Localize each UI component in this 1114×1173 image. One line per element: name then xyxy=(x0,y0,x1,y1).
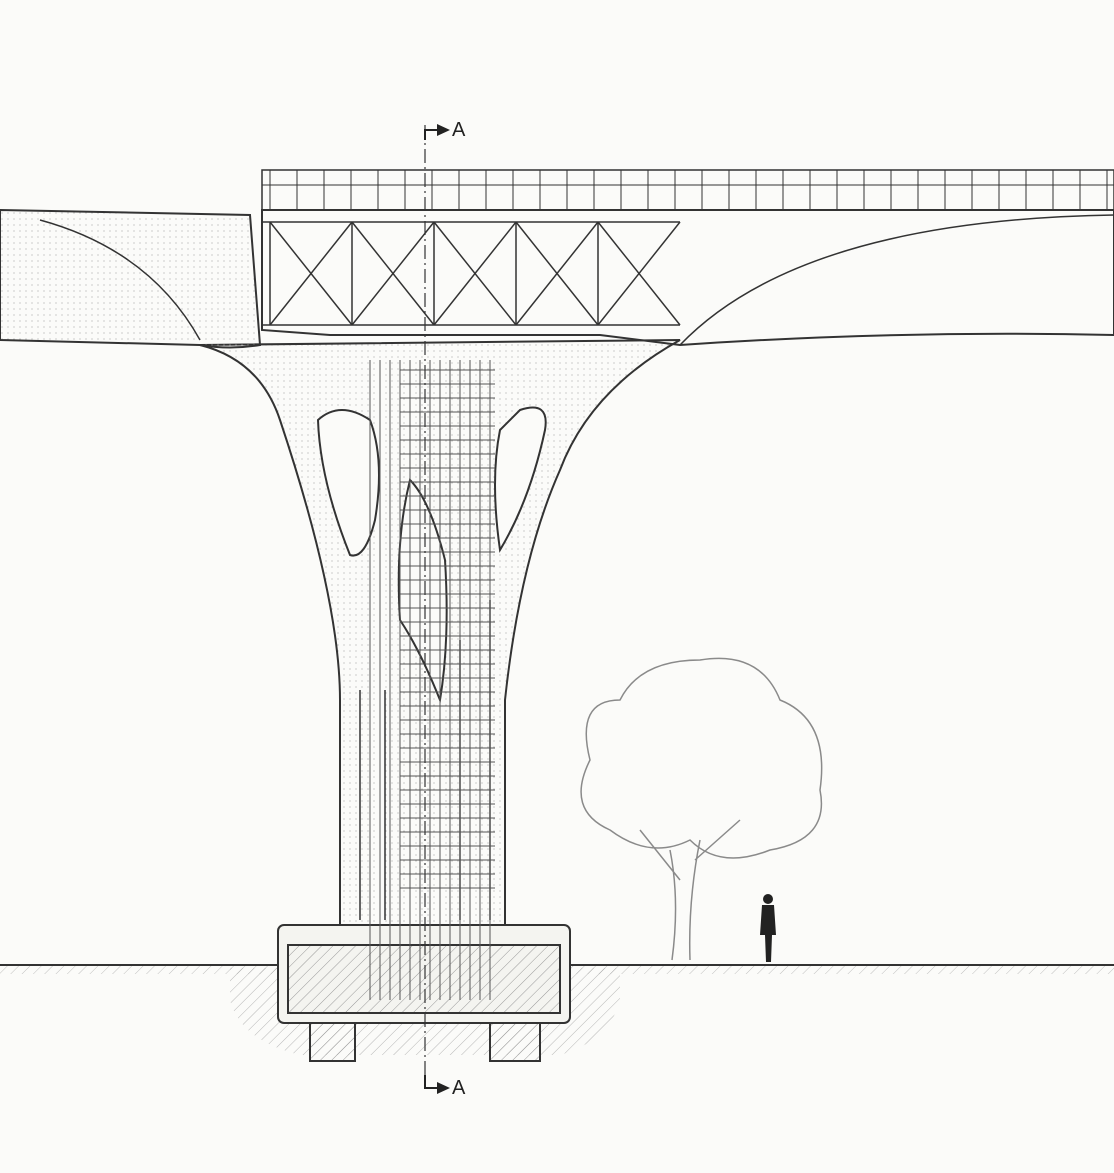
truss-diagonal xyxy=(597,221,681,326)
pier-column xyxy=(199,339,681,1000)
truss-diagonal xyxy=(433,221,517,326)
truss-diagonal xyxy=(269,221,353,326)
person-scale-figure xyxy=(760,894,776,962)
section-arrow-bottom xyxy=(424,1075,450,1094)
section-arrow-top xyxy=(424,124,450,140)
bridge-deck xyxy=(0,169,1114,349)
section-label-bottom: A xyxy=(452,1077,466,1099)
section-label-top: A xyxy=(452,119,466,141)
truss-diagonal xyxy=(515,221,599,326)
truss-diagonal xyxy=(351,221,435,326)
tree-icon xyxy=(580,657,823,961)
pile-cap-foundation xyxy=(277,924,571,1062)
